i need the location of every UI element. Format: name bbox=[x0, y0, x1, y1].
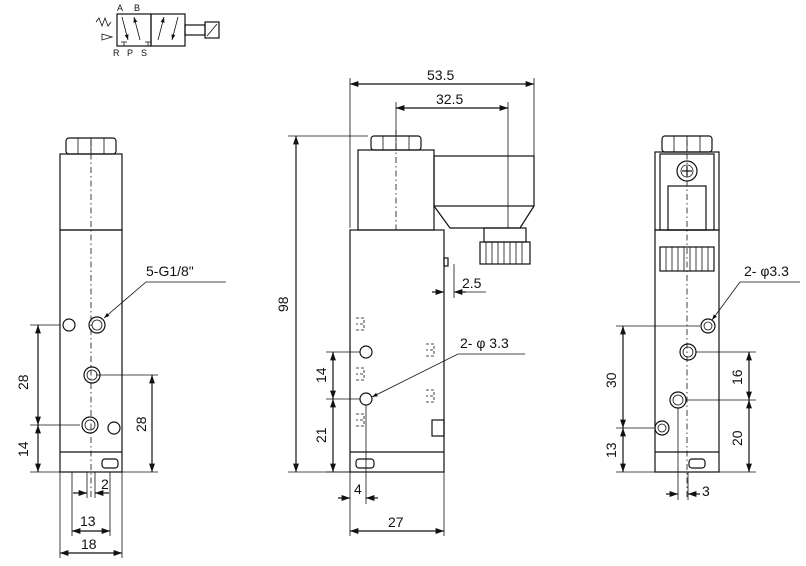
front-body bbox=[349, 229, 445, 473]
front-view: 2- φ 3.3 53.5 32.5 98 2.5 14 21 bbox=[275, 67, 535, 536]
left-dim-28-right: 28 bbox=[133, 416, 149, 432]
left-coil bbox=[59, 153, 123, 231]
front-dim-2-5: 2.5 bbox=[462, 275, 482, 291]
symbol-port-r: R bbox=[113, 48, 120, 58]
left-dim-28: 28 bbox=[15, 374, 31, 390]
spring-icon bbox=[95, 16, 112, 28]
left-dim-13: 13 bbox=[80, 513, 96, 529]
front-dim-14: 14 bbox=[313, 367, 329, 383]
right-dim-13: 13 bbox=[603, 442, 619, 458]
symbol-port-a: A bbox=[117, 3, 123, 13]
left-dim-2: 2 bbox=[101, 476, 109, 492]
right-hole-callout: 2- φ3.3 bbox=[744, 263, 789, 279]
right-dim-30: 30 bbox=[603, 372, 619, 388]
left-port-callout: 5-G1/8" bbox=[146, 263, 194, 279]
left-dim-18: 18 bbox=[81, 536, 97, 552]
front-dim-98: 98 bbox=[275, 296, 291, 312]
front-dim-21: 21 bbox=[313, 427, 329, 443]
front-dim-32-5: 32.5 bbox=[436, 91, 463, 107]
valve-symbol: A B R P S bbox=[95, 3, 220, 58]
solenoid-coil-icon bbox=[204, 21, 220, 39]
symbol-port-b: B bbox=[134, 3, 140, 13]
symbol-block-right bbox=[150, 13, 186, 47]
symbol-solenoid bbox=[184, 24, 206, 36]
cable-gland-icon bbox=[479, 241, 531, 265]
right-dim-20: 20 bbox=[729, 430, 745, 446]
right-dim-3: 3 bbox=[702, 483, 710, 499]
symbol-port-p: P bbox=[127, 48, 133, 58]
front-connector bbox=[433, 155, 535, 207]
symbol-port-s: S bbox=[141, 48, 147, 58]
right-dim-16: 16 bbox=[729, 369, 745, 385]
left-view: 5-G1/8" 28 14 28 2 13 18 bbox=[15, 137, 226, 558]
front-hole-callout: 2- φ 3.3 bbox=[460, 335, 509, 351]
left-dim-14: 14 bbox=[15, 441, 31, 457]
front-dim-53-5: 53.5 bbox=[427, 67, 454, 83]
front-dim-4: 4 bbox=[354, 481, 362, 497]
right-view: 2- φ3.3 30 13 16 20 3 bbox=[603, 135, 800, 500]
front-dim-27: 27 bbox=[388, 514, 404, 530]
pilot-triangle-icon bbox=[101, 33, 114, 41]
